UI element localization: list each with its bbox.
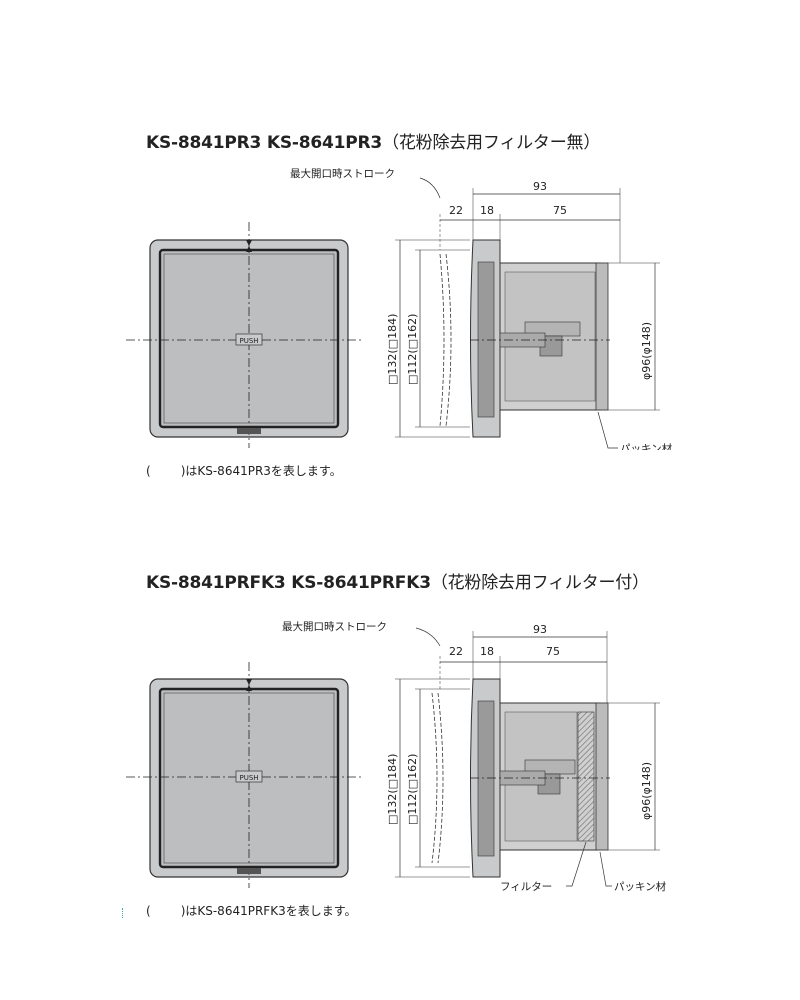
dim-18: 18	[480, 204, 494, 217]
push-button	[235, 333, 263, 346]
title-models: KS-8841PRFK3 KS-8641PRFK3	[146, 573, 431, 593]
gasket	[595, 262, 609, 411]
duct-size-label: φ96(φ148)	[640, 762, 653, 820]
stray-mark	[122, 908, 125, 918]
filter-label: フィルター	[500, 881, 552, 893]
horizontal-dimensions: 93 22 18 75 最大開口時ストローク	[282, 620, 608, 703]
dim-75: 75	[546, 645, 560, 658]
filter	[577, 711, 595, 842]
footnote: ()はKS-8641PRFK3を表します。	[146, 904, 357, 918]
outer-size-label: □132(□184)	[386, 314, 399, 385]
section-title: KS-8841PRFK3 KS-8641PRFK3（花粉除去用フィルター付）	[146, 568, 649, 593]
front-view: PUSH	[126, 222, 362, 448]
dim-75: 75	[553, 204, 567, 217]
duct-size-label: φ96(φ148)	[640, 322, 653, 380]
outer-size-label: □132(□184)	[386, 754, 399, 825]
inner-size-label: □112(□162)	[406, 754, 419, 825]
horizontal-dimensions: 93 22 18 75 最大開口時ストローク	[290, 167, 621, 263]
side-view: パッキン材	[439, 239, 673, 450]
vertical-dimensions: □132(□184) □112(□162) φ96(φ148)	[386, 678, 660, 878]
stroke-label: 最大開口時ストローク	[290, 167, 395, 180]
dim-93: 93	[533, 623, 547, 636]
gasket	[595, 702, 609, 851]
vertical-dimensions: □132(□184) □112(□162) φ96(φ148)	[386, 239, 660, 438]
title-note: （花粉除去用フィルター無）	[382, 133, 601, 153]
drawing-no-filter: PUSH □132(□184) □112(□162) φ96(φ148) 93	[126, 167, 673, 450]
stroke-label: 最大開口時ストローク	[282, 620, 387, 633]
gasket-label: パッキン材	[614, 880, 667, 893]
dim-22: 22	[449, 204, 463, 217]
push-label: PUSH	[239, 774, 258, 782]
push-label: PUSH	[239, 337, 258, 345]
footnote: ()はKS-8641PR3を表します。	[146, 464, 342, 478]
dim-22: 22	[449, 645, 463, 658]
gasket-label: パッキン材	[620, 442, 673, 450]
title-models: KS-8841PR3 KS-8641PR3	[146, 133, 383, 153]
front-view: PUSH	[126, 662, 362, 888]
bottom-tab	[237, 868, 261, 874]
drawing-with-filter: PUSH □132(□184) □112(□162) φ96(φ148) 93	[126, 620, 667, 893]
section-title: KS-8841PR3 KS-8641PR3（花粉除去用フィルター無）	[146, 128, 600, 153]
title-note: （花粉除去用フィルター付）	[430, 573, 649, 593]
bottom-tab	[237, 428, 261, 434]
inner-size-label: □112(□162)	[406, 314, 419, 385]
side-view: フィルター パッキン材	[431, 678, 667, 893]
dim-93: 93	[533, 180, 547, 193]
dim-18: 18	[480, 645, 494, 658]
push-button	[235, 770, 263, 783]
